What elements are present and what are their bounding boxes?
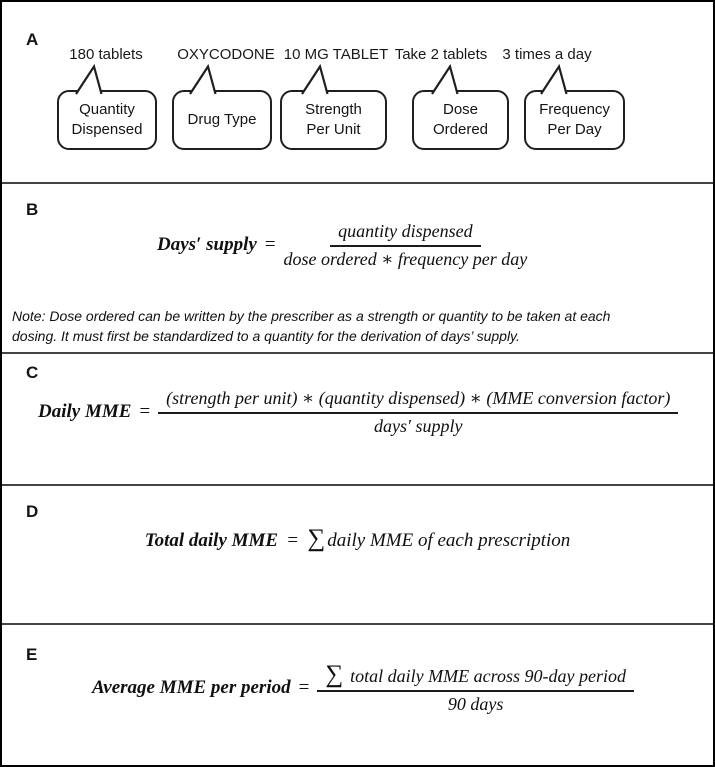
total-daily-mme-formula: Total daily MME = ∑daily MME of each pre… (2, 526, 713, 552)
average-mme-formula: Average MME per period = ∑ total daily M… (92, 661, 634, 715)
fraction-numerator: quantity dispensed (330, 220, 481, 247)
formula-lhs: Daily MME (38, 401, 132, 422)
equals-sign: = (264, 234, 276, 255)
daily-mme-formula: Daily MME = (strength per unit) ∗ (quant… (38, 387, 679, 437)
bubble-label-line: Frequency (539, 101, 610, 118)
bubble-label-line: Drug Type (187, 111, 257, 128)
panel-a-label: A (26, 30, 39, 49)
speech-tail-icon (431, 63, 459, 95)
speech-tail-icon (301, 63, 329, 95)
speech-tail-icon (75, 63, 103, 95)
bubble-drug-type: Drug Type (172, 63, 272, 150)
bubble-dose-ordered: Dose Ordered (412, 63, 509, 150)
days-supply-formula: Days′ supply = quantity dispensed dose o… (157, 220, 527, 270)
panel-e-label: E (26, 645, 38, 664)
note-line-2: dosing. It must first be standardized to… (12, 328, 520, 344)
speech-tail-icon (189, 63, 217, 95)
panel-d: D Total daily MME = ∑daily MME of each p… (2, 484, 713, 623)
fraction: ∑ total daily MME across 90-day period 9… (317, 661, 634, 715)
fraction-numerator: (strength per unit) ∗ (quantity dispense… (158, 387, 679, 414)
note-line-1: Note: Dose ordered can be written by the… (12, 308, 611, 324)
formula-lhs: Days′ supply (157, 234, 257, 255)
fraction: (strength per unit) ∗ (quantity dispense… (158, 387, 679, 437)
annotation-quantity-dispensed: 180 tablets (69, 46, 143, 63)
bubble-label-line: Dispensed (71, 121, 143, 138)
panel-b: B Days′ supply = quantity dispensed dose… (2, 182, 713, 352)
fraction-denominator: dose ordered ∗ frequency per day (283, 249, 528, 269)
panel-b-label: B (26, 200, 39, 219)
equals-sign: = (287, 530, 299, 551)
fraction-numerator: ∑ total daily MME across 90-day period (317, 661, 634, 692)
bubble-label-line: Per Unit (306, 121, 361, 138)
panel-d-label: D (26, 502, 39, 521)
sum-symbol: ∑ (307, 525, 326, 552)
bubble-label-line: Quantity (79, 101, 135, 118)
annotation-drug-type: OXYCODONE (177, 46, 275, 63)
bubble-strength-per-unit: Strength Per Unit (280, 63, 387, 150)
fraction-denominator: days′ supply (374, 416, 463, 436)
equals-sign: = (298, 677, 310, 698)
bubble-quantity-dispensed: Quantity Dispensed (57, 63, 157, 150)
panel-a: A 180 tablets OXYCODONE 10 MG TABLET Tak… (2, 2, 713, 182)
bubble-label-line: Ordered (432, 121, 489, 138)
bubble-label-line: Dose (442, 101, 479, 118)
fraction-denominator: 90 days (447, 694, 504, 714)
formula-lhs: Total daily MME (144, 530, 279, 551)
annotation-frequency-per-day: 3 times a day (502, 46, 592, 63)
panel-c-label: C (26, 363, 39, 382)
numerator-text: total daily MME across 90-day period (350, 666, 626, 686)
annotation-dose-ordered: Take 2 tablets (394, 46, 488, 63)
formula-lhs: Average MME per period (92, 677, 291, 698)
note-text: Note: Dose ordered can be written by the… (12, 306, 610, 346)
sum-symbol: ∑ (325, 661, 344, 688)
annotation-strength-per-unit: 10 MG TABLET (283, 46, 389, 63)
equals-sign: = (139, 401, 151, 422)
speech-tail-icon (540, 63, 568, 95)
panel-c: C Daily MME = (strength per unit) ∗ (qua… (2, 352, 713, 484)
bubble-label-line: Per Day (547, 121, 602, 138)
bubble-frequency-per-day: Frequency Per Day (524, 63, 625, 150)
bubble-label-line: Strength (305, 101, 362, 118)
panel-e: E Average MME per period = ∑ total daily… (2, 623, 713, 765)
formula-rhs: daily MME of each prescription (327, 530, 571, 551)
fraction: quantity dispensed dose ordered ∗ freque… (284, 220, 528, 270)
